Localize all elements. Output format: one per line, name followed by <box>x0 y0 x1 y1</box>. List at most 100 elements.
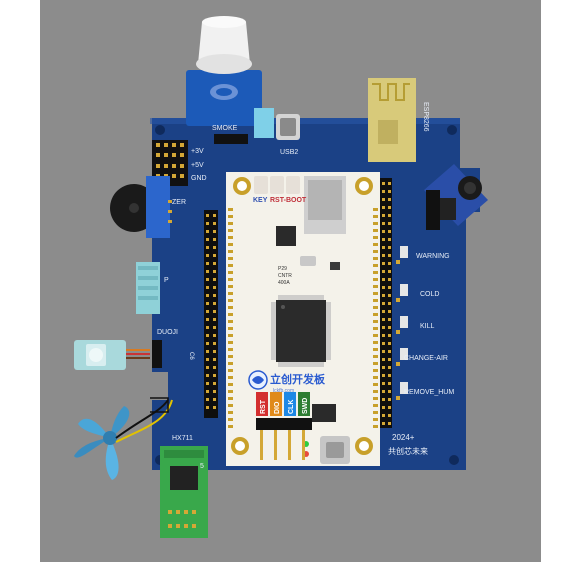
pin <box>213 230 216 233</box>
edge-pin <box>228 278 233 281</box>
pin <box>382 390 385 393</box>
edge-pin <box>228 292 233 295</box>
pin <box>382 366 385 369</box>
pin <box>388 254 391 257</box>
pin <box>213 286 216 289</box>
silk-kill: KILL <box>420 323 435 330</box>
pin <box>382 310 385 313</box>
pin <box>213 294 216 297</box>
pin <box>206 238 209 241</box>
pin <box>388 278 391 281</box>
edge-pin <box>228 425 233 428</box>
pin <box>206 390 209 393</box>
pin <box>388 302 391 305</box>
edge-pin <box>373 334 378 337</box>
pin <box>206 222 209 225</box>
silk-esp: ESP8266 <box>422 102 429 132</box>
pin <box>213 238 216 241</box>
pin-label-swd: SWD <box>302 398 309 414</box>
pin <box>388 262 391 265</box>
edge-pin <box>228 320 233 323</box>
hx-number: 5 <box>200 463 204 470</box>
edge-pin <box>373 404 378 407</box>
pin <box>382 230 385 233</box>
pin <box>206 358 209 361</box>
usb-connector <box>276 114 300 140</box>
edge-pin <box>373 236 378 239</box>
smoke-sensor <box>186 16 262 126</box>
module-brand-sub: lckfb.com <box>273 388 294 394</box>
pin <box>388 366 391 369</box>
edge-pin <box>373 313 378 316</box>
edge-pin <box>373 229 378 232</box>
pin <box>388 334 391 337</box>
pin <box>213 390 216 393</box>
light-blue-block <box>254 108 274 138</box>
pin <box>213 374 216 377</box>
status-led <box>400 348 408 360</box>
edge-pin <box>373 341 378 344</box>
pin <box>213 246 216 249</box>
pin <box>213 222 216 225</box>
edge-pin <box>373 425 378 428</box>
pin <box>206 214 209 217</box>
buzzer <box>110 176 172 238</box>
edge-pin <box>228 390 233 393</box>
debug-header <box>256 418 312 460</box>
pin-label-clk-box <box>284 392 296 416</box>
edge-pin <box>228 250 233 253</box>
pin <box>382 278 385 281</box>
silk-c6: C6 <box>188 352 194 360</box>
pin-label-dio: DIO <box>274 401 281 414</box>
edge-pin <box>228 376 233 379</box>
edge-pin <box>228 327 233 330</box>
pin <box>388 286 391 289</box>
edge-pin <box>373 348 378 351</box>
silk-year: 2024+ <box>392 433 415 442</box>
pin <box>382 286 385 289</box>
pin <box>382 358 385 361</box>
edge-pin <box>373 292 378 295</box>
edge-pin <box>228 264 233 267</box>
edge-pin <box>228 236 233 239</box>
led-pad <box>396 298 400 302</box>
pin <box>388 198 391 201</box>
led-pad <box>396 330 400 334</box>
pin <box>206 254 209 257</box>
edge-pin <box>373 299 378 302</box>
pin <box>213 278 216 281</box>
pin <box>388 414 391 417</box>
edge-pin <box>228 285 233 288</box>
edge-pin <box>228 229 233 232</box>
edge-pin <box>373 355 378 358</box>
pin <box>382 182 385 185</box>
pin <box>213 310 216 313</box>
key-button <box>254 176 268 194</box>
pin <box>382 254 385 257</box>
silk-p: P <box>164 277 169 284</box>
pin <box>382 214 385 217</box>
module-brand: 立创开发板 <box>270 372 326 386</box>
left-pin-header <box>204 210 218 418</box>
edge-pin <box>228 404 233 407</box>
silk-change-air: CHANGE-AIR <box>404 355 448 362</box>
pin <box>213 318 216 321</box>
mount-hole <box>155 125 165 135</box>
pin <box>388 214 391 217</box>
pin <box>388 182 391 185</box>
pin <box>388 318 391 321</box>
status-led <box>400 284 408 296</box>
pin <box>388 390 391 393</box>
edge-pin <box>373 264 378 267</box>
pin <box>213 270 216 273</box>
pin <box>382 414 385 417</box>
pin <box>382 222 385 225</box>
pin <box>206 326 209 329</box>
status-led <box>400 246 408 258</box>
edge-pin <box>373 397 378 400</box>
led-pad <box>396 396 400 400</box>
edge-pin <box>373 285 378 288</box>
edge-pin <box>228 243 233 246</box>
pin <box>206 310 209 313</box>
silk-buzzer: ZER <box>172 199 186 206</box>
